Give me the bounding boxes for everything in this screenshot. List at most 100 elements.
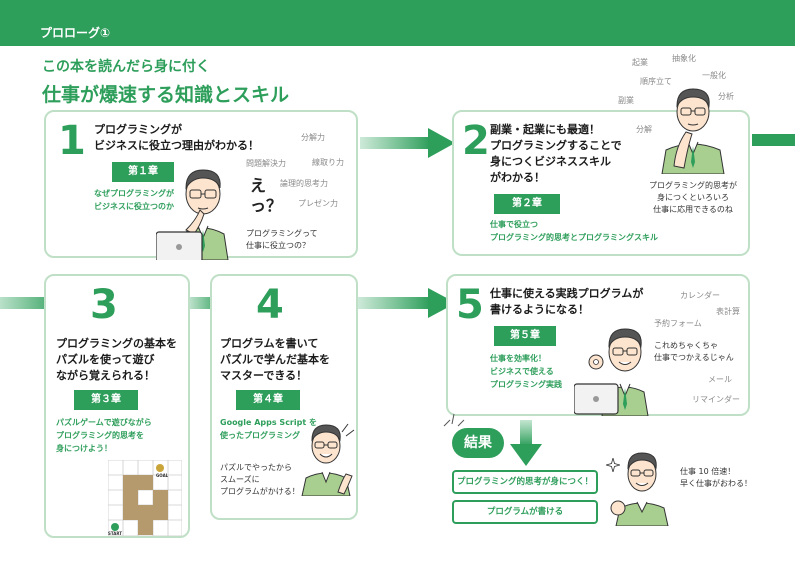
card-note-line: 仕事を効率化！ [490, 354, 546, 363]
card-title-line: 仕事に使える実践プログラムが [490, 287, 644, 300]
card-title-line: ながら覚えられる！ [56, 369, 155, 382]
result-item-1: プログラミング的思考が身につく！ [452, 470, 598, 494]
speech-line: 仕事に役立つの？ [246, 241, 310, 250]
puzzle-start-label: START [108, 531, 123, 536]
speech-text: これめちゃくちゃ 仕事でつかえるじゃん [654, 340, 734, 364]
arrow-down-result-icon [510, 420, 542, 466]
card-1: 1 プログラミングが ビジネスに役立つ理由がわかる！ 第１章 なぜプログラミング… [44, 110, 358, 260]
header-bar: プロローグ① [0, 0, 795, 46]
card-number: 4 [256, 282, 284, 328]
sparkle-lines-icon [341, 423, 355, 437]
card-5: 5 仕事に使える実践プログラムが 書けるようになる！ 第５章 仕事を効率化！ ビ… [446, 274, 750, 416]
keyword: 一般化 [702, 71, 726, 80]
speech-text: プログラミング的思考が 身につくといろいろ 仕事に応用できるのね [640, 180, 746, 216]
card-4: 4 プログラムを書いて パズルで学んだ基本を マスターできる！ 第４章 Goog… [210, 274, 358, 520]
card-title-line: 副業・起業にも最適！ [490, 123, 600, 136]
puzzle-board-illustration [108, 460, 182, 536]
keyword: 論理的思考力 [280, 179, 328, 188]
chapter-badge: 第３章 [74, 390, 138, 410]
keyword: 起業 [632, 58, 648, 67]
card-number: 2 [462, 118, 490, 164]
chapter-badge: 第２章 [494, 194, 560, 214]
card-number: 1 [58, 118, 86, 164]
keyword: リマインダー [692, 395, 740, 404]
speech-line: 身につくといろいろ [657, 193, 729, 202]
card-note-line: プログラミング的思考とプログラミングスキル [490, 233, 658, 242]
card-note: 仕事を効率化！ ビジネスで使える プログラミング実践 [490, 352, 562, 391]
speech-line: 仕事に応用できるのね [653, 205, 733, 214]
card-note-line: 仕事で役立つ [490, 220, 538, 229]
speech-text: プログラミングって 仕事に役立つの？ [246, 228, 318, 252]
result-sparkle-icon [443, 413, 465, 427]
heading-line-1: この本を読んだら身に付く [42, 59, 210, 75]
keyword: 分解 [636, 125, 652, 134]
card-title-line: プログラミングすることで [490, 139, 622, 152]
header-label: プロローグ① [40, 26, 111, 40]
card-title-line: パズルで学んだ基本を [220, 353, 330, 366]
speech-line: プログラミングって [246, 229, 318, 238]
card-note-line: ビジネスに役立つのか [94, 202, 174, 211]
card-title-line: 書けるようになる！ [490, 303, 589, 316]
keyword: 分解力 [301, 133, 325, 142]
card-number: 5 [456, 282, 484, 328]
exclaim-text: えっ？ [250, 176, 283, 215]
card-title-line: 身につくビジネススキル [490, 155, 611, 168]
speech-line: 仕事 10 倍速！ [680, 467, 736, 476]
card-title-line: がわかる！ [490, 171, 545, 184]
puzzle-goal-label: GOAL [156, 473, 169, 478]
speech-line: 早く仕事がおわる！ [680, 479, 752, 488]
keyword: プレゼン力 [298, 199, 338, 208]
card-number: 3 [90, 282, 118, 328]
happy-man-illustration [301, 424, 353, 496]
speech-text: パズルでやったから スムーズに プログラムがかける！ [220, 462, 300, 498]
result-speech: 仕事 10 倍速！ 早く仕事がおわる！ [680, 466, 752, 490]
card-note-line: ビジネスで使える [490, 367, 554, 376]
arrow-1-to-2-icon [360, 128, 455, 158]
speech-line: これめちゃくちゃ [654, 341, 718, 350]
keyword: 順序立て [640, 77, 672, 86]
card-title-line: マスターできる！ [220, 369, 308, 382]
celebrating-man-illustration [610, 452, 669, 526]
keyword: 分析 [718, 92, 734, 101]
speech-line: パズルでやったから [220, 463, 292, 472]
ok-man-laptop-illustration [574, 328, 649, 416]
card-title: 副業・起業にも最適！ プログラミングすることで 身につくビジネススキル がわかる… [490, 122, 622, 186]
chapter-badge: 第４章 [236, 390, 300, 410]
card-note-line: プログラミング的思考を [56, 431, 144, 440]
card-title-line: プログラムを書いて [220, 337, 319, 350]
chapter-badge: 第５章 [494, 326, 556, 346]
keyword: 線取り力 [312, 158, 344, 167]
thinking-man-illustration [156, 169, 229, 260]
card-note-line: 身につけよう！ [56, 444, 112, 453]
speech-line: スムーズに [220, 475, 260, 484]
card-note: 仕事で役立つ プログラミング的思考とプログラミングスキル [490, 218, 658, 244]
card-2: 2 副業・起業にも最適！ プログラミングすることで 身につくビジネススキル がわ… [452, 88, 750, 256]
keyword: 予約フォーム [654, 319, 702, 328]
result-item-2: プログラムが書ける [452, 500, 598, 524]
card-title: プログラミングの基本を パズルを使って遊び ながら覚えられる！ [56, 336, 177, 384]
card-note-line: Google Apps Script を [220, 418, 317, 427]
result-star-sparkle-icon [606, 458, 620, 472]
card-title-line: プログラミングの基本を [56, 337, 177, 350]
card-note-line: 使ったプログラミング [220, 431, 300, 440]
speech-line: 仕事でつかえるじゃん [654, 353, 734, 362]
pondering-man-illustration [661, 88, 725, 174]
keyword: メール [708, 375, 732, 384]
card-3: 3 プログラミングの基本を パズルを使って遊び ながら覚えられる！ 第３章 パズ… [44, 274, 190, 538]
card-title: プログラミングが ビジネスに役立つ理由がわかる！ [94, 122, 259, 154]
card-title-line: ビジネスに役立つ理由がわかる！ [94, 139, 259, 152]
arrow-4-to-5-icon [358, 288, 456, 318]
card-note-line: パズルゲームで遊びながら [56, 418, 152, 427]
card-title-line: パズルを使って遊び [56, 353, 155, 366]
card-title: プログラムを書いて パズルで学んだ基本を マスターできる！ [220, 336, 330, 384]
keyword: カレンダー [680, 291, 720, 300]
speech-line: プログラムがかける！ [220, 487, 300, 496]
card-note-line: なぜプログラミングが [94, 189, 174, 198]
card-note: Google Apps Script を 使ったプログラミング [220, 416, 317, 442]
puzzle-grid: GOAL START [108, 460, 182, 536]
arrow-2-exit-icon [752, 134, 795, 146]
chapter-badge: 第１章 [112, 162, 174, 182]
keyword: 表計算 [716, 307, 740, 316]
card-note: なぜプログラミングが ビジネスに役立つのか [94, 187, 174, 213]
card-note-line: プログラミング実践 [490, 380, 562, 389]
